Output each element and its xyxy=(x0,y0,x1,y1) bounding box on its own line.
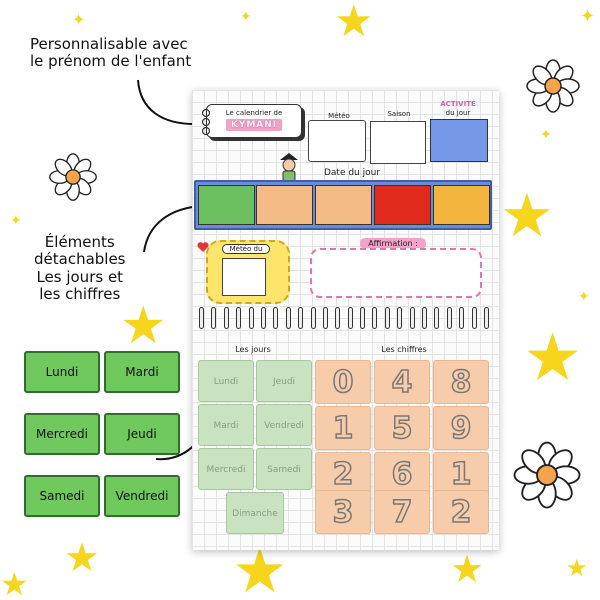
number-tile[interactable]: 4 xyxy=(374,360,430,404)
numbers-label: Les chiffres xyxy=(381,345,427,354)
detached-day-tile[interactable]: Mercredi xyxy=(24,413,100,455)
day-tile[interactable]: Jeudi xyxy=(256,360,312,402)
daisy-icon xyxy=(513,441,581,509)
daisy-icon xyxy=(526,59,580,113)
number-tile[interactable]: 5 xyxy=(374,406,430,450)
date-slot[interactable] xyxy=(256,185,313,225)
number-tile[interactable]: 7 xyxy=(374,490,430,534)
daisy-icon xyxy=(49,153,97,201)
activity-label-bottom: du jour xyxy=(445,109,471,117)
number-tile[interactable]: 2 xyxy=(315,452,371,496)
weather-box xyxy=(308,120,366,162)
callout-detachable: Éléments détachables Les jours et les ch… xyxy=(34,233,126,303)
detached-day-tile[interactable]: Vendredi xyxy=(104,475,180,517)
detached-day-tile[interactable]: Mardi xyxy=(104,351,180,393)
callout-personalizable: Personnalisable avec le prénom de l'enfa… xyxy=(30,35,192,71)
child-character-icon xyxy=(280,153,298,182)
callout-line: Les jours et xyxy=(36,267,124,286)
star-icon: ★ xyxy=(64,535,100,581)
number-tile[interactable]: 6 xyxy=(374,452,430,496)
weather-label: Météo xyxy=(328,112,350,120)
day-tile[interactable]: Lundi xyxy=(198,360,254,402)
callout-line: les chiffres xyxy=(39,284,121,303)
star-icon: ★ xyxy=(334,0,374,47)
weather-of-day-box xyxy=(222,258,266,296)
callout-line: Éléments xyxy=(44,233,115,251)
star-icon: ★ xyxy=(120,296,167,356)
spiral-binding-icon xyxy=(201,108,211,136)
activity-box xyxy=(430,119,488,162)
callout-line: détachables xyxy=(34,250,126,269)
star-icon: ★ xyxy=(0,565,29,600)
number-tile[interactable]: 1 xyxy=(315,406,371,450)
date-label: Date du jour xyxy=(323,168,381,178)
season-box xyxy=(370,121,426,164)
callout-line: le prénom de l'enfant xyxy=(30,52,192,71)
date-slot[interactable] xyxy=(315,185,372,225)
spiral-binding xyxy=(199,307,489,329)
activity-label-top: ACTIVITÉ xyxy=(440,100,476,108)
sparkle-icon: ✦ xyxy=(72,10,86,29)
sparkle-icon: ✦ xyxy=(580,6,596,27)
date-slot[interactable] xyxy=(374,185,431,225)
number-tile[interactable]: 0 xyxy=(315,360,371,404)
day-tile[interactable]: Dimanche xyxy=(226,492,284,534)
day-tile[interactable]: Mercredi xyxy=(198,448,254,490)
season-label: Saison xyxy=(387,110,411,118)
affirmation-clip xyxy=(360,238,426,249)
sparkle-icon: ✦ xyxy=(10,213,22,229)
detached-day-tile[interactable]: Lundi xyxy=(24,351,100,393)
detached-day-tile[interactable]: Jeudi xyxy=(104,413,180,455)
title-line: Le calendrier de xyxy=(225,109,283,117)
star-icon: ★ xyxy=(566,554,588,582)
star-icon: ★ xyxy=(450,547,485,591)
detached-day-tile[interactable]: Samedi xyxy=(24,475,100,517)
day-tile[interactable]: Mardi xyxy=(198,404,254,446)
heart-icon xyxy=(197,242,209,252)
day-tile[interactable]: Vendredi xyxy=(256,404,312,446)
number-tile[interactable]: 9 xyxy=(433,406,489,450)
day-tile[interactable]: Samedi xyxy=(256,448,312,490)
number-tile[interactable]: 3 xyxy=(315,490,371,534)
date-slot[interactable] xyxy=(198,185,255,225)
number-tile[interactable]: 8 xyxy=(433,360,489,404)
child-name: KYMANI xyxy=(225,119,283,131)
title-card: Le calendrier de KYMANI xyxy=(206,104,302,138)
weather-of-day-label: Météo du xyxy=(222,244,270,254)
number-tile[interactable]: 2 xyxy=(433,490,489,534)
affirmation-label: Affirmation : xyxy=(368,239,418,248)
star-icon: ★ xyxy=(523,319,583,396)
star-icon: ★ xyxy=(500,181,554,251)
sparkle-icon: ✦ xyxy=(240,9,252,25)
date-slot[interactable] xyxy=(433,185,490,225)
sparkle-icon: ✦ xyxy=(540,127,552,143)
callout-line: Personnalisable avec xyxy=(30,35,188,53)
sparkle-icon: ✦ xyxy=(578,289,590,305)
affirmation-box xyxy=(310,248,482,298)
days-label: Les jours xyxy=(235,345,271,354)
